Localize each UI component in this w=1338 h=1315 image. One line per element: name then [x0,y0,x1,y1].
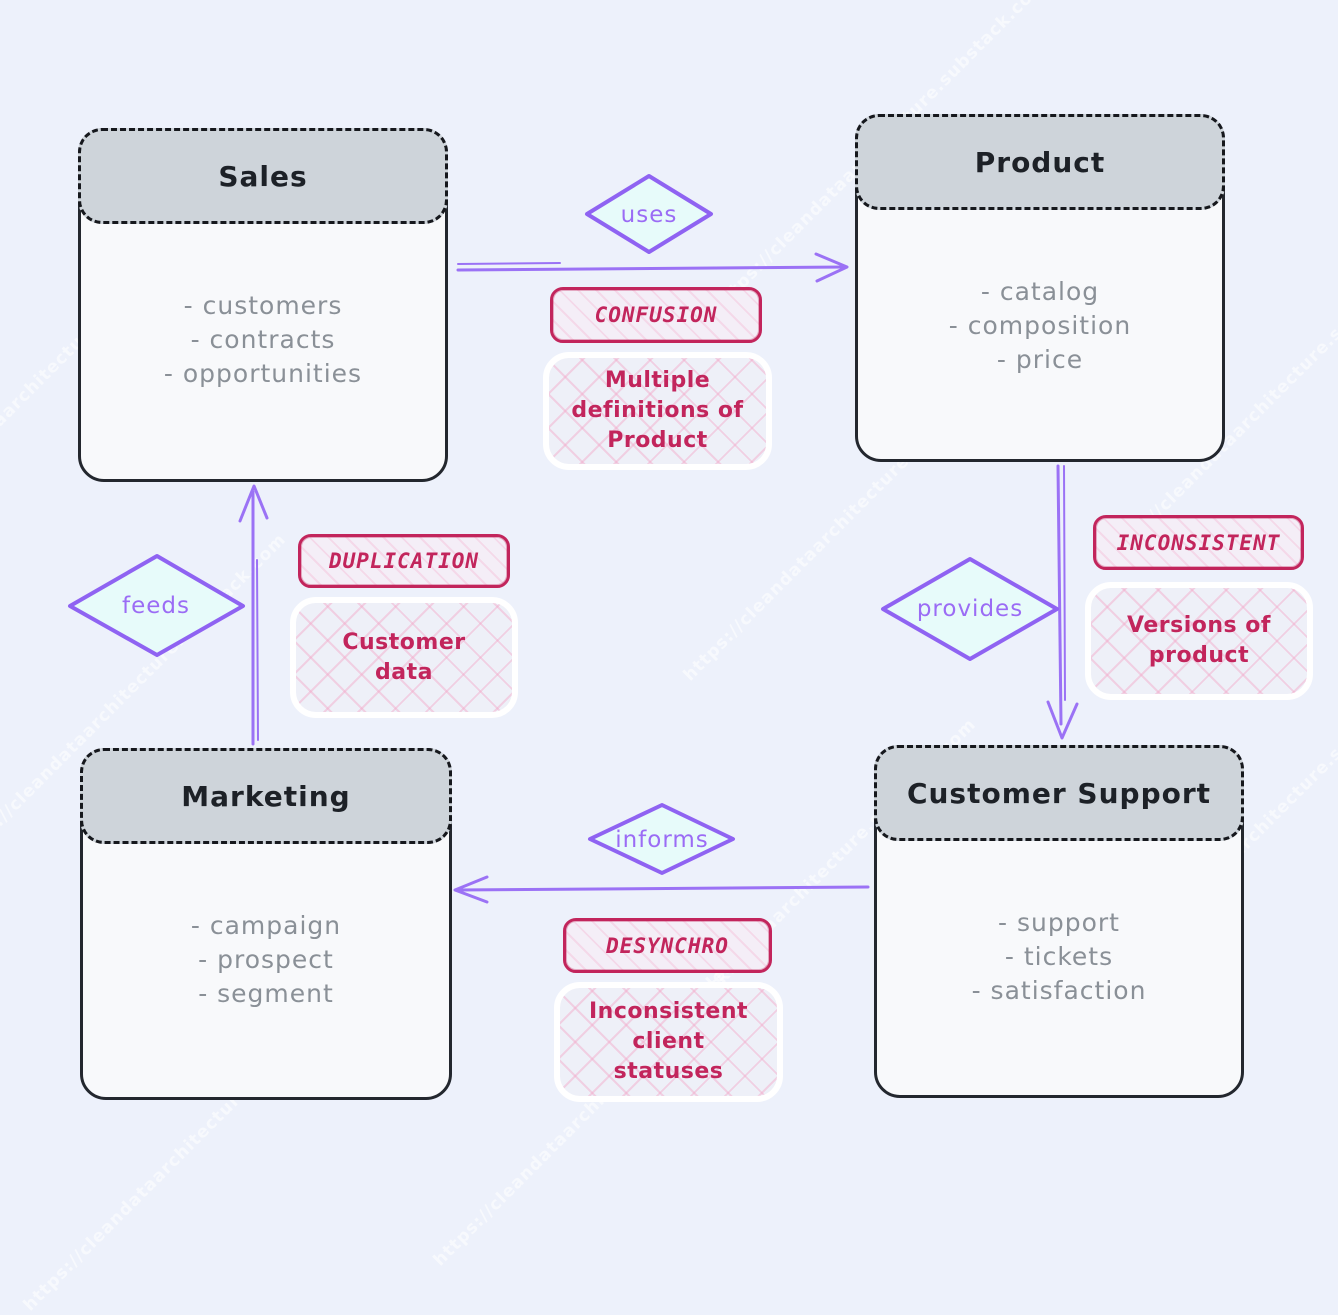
arrows-layer [68,174,1079,904]
list-item: - segment [198,979,334,1008]
edge-label-feeds: feeds [122,593,190,619]
issue-desc-desynchro-text: Inconsistent client statuses [588,999,748,1084]
list-item: - tickets [1004,942,1114,971]
list-item: - prospect [198,945,334,974]
list-item: - opportunities [163,359,363,388]
diamond-group [68,174,1059,875]
node-marketing-list: - campaign - prospect - segment [83,909,449,1011]
list-item: - composition [948,311,1132,340]
node-product-header: Product [855,114,1225,210]
issue-tag-confusion: CONFUSION [550,287,762,343]
arrow-support-to-marketing [453,875,870,904]
list-item: - catalog [980,277,1100,306]
issue-tag-confusion-label: CONFUSION [594,303,718,327]
node-product: Product - catalog - composition - price [855,114,1225,462]
issue-tag-duplication-label: DUPLICATION [328,549,480,573]
list-item: - customers [183,291,343,320]
node-sales: Sales - customers - contracts - opportun… [78,128,448,482]
node-sales-title: Sales [218,159,308,193]
issue-tag-duplication: DUPLICATION [298,534,510,588]
node-product-list: - catalog - composition - price [858,275,1222,377]
issue-desc-duplication-text: Customer data [342,629,466,685]
provides-diamond [881,557,1059,661]
arrow-marketing-to-sales [238,484,269,746]
issue-desc-duplication: Customer data [290,597,518,718]
edge-label-informs: informs [615,827,709,853]
node-sales-list: - customers - contracts - opportunities [81,289,445,391]
node-marketing: Marketing - campaign - prospect - segmen… [80,748,452,1100]
issue-desc-desynchro: Inconsistent client statuses [554,982,783,1102]
issue-tag-desynchro-label: DESYNCHRO [606,933,729,958]
node-customer-support-header: Customer Support [874,745,1244,841]
informs-diamond [588,803,735,875]
issue-tag-inconsistent-label: INCONSISTENT [1116,530,1281,555]
edge-label-uses: uses [620,202,678,228]
issue-desc-inconsistent-text: Versions of product [1127,613,1271,668]
uses-diamond [585,174,713,254]
list-item: - price [996,345,1084,374]
node-marketing-title: Marketing [181,779,351,813]
list-item: - satisfaction [971,976,1147,1005]
arrow-sales-to-product [456,252,849,283]
node-sales-header: Sales [78,128,448,224]
issue-tag-inconsistent: INCONSISTENT [1093,515,1304,570]
list-item: - contracts [190,325,336,354]
issue-desc-confusion-text: Multiple definitions of Product [571,368,744,453]
issue-tag-desynchro: DESYNCHRO [563,918,772,973]
issue-desc-confusion: Multiple definitions of Product [543,352,772,470]
diagram-canvas: https://cleandataarchitecture.substack.c… [68,114,1313,1102]
arrow-product-to-support [1046,464,1079,740]
node-customer-support-list: - support - tickets - satisfaction [877,906,1241,1008]
issue-desc-inconsistent: Versions of product [1085,582,1313,700]
node-customer-support: Customer Support - support - tickets - s… [874,745,1244,1098]
feeds-diamond [68,554,245,657]
arrow-group [238,252,1079,904]
node-marketing-header: Marketing [80,748,452,844]
edge-label-provides: provides [916,596,1024,622]
list-item: - campaign [190,911,342,940]
node-product-title: Product [974,145,1106,179]
node-customer-support-title: Customer Support [906,776,1212,810]
list-item: - support [998,908,1120,937]
